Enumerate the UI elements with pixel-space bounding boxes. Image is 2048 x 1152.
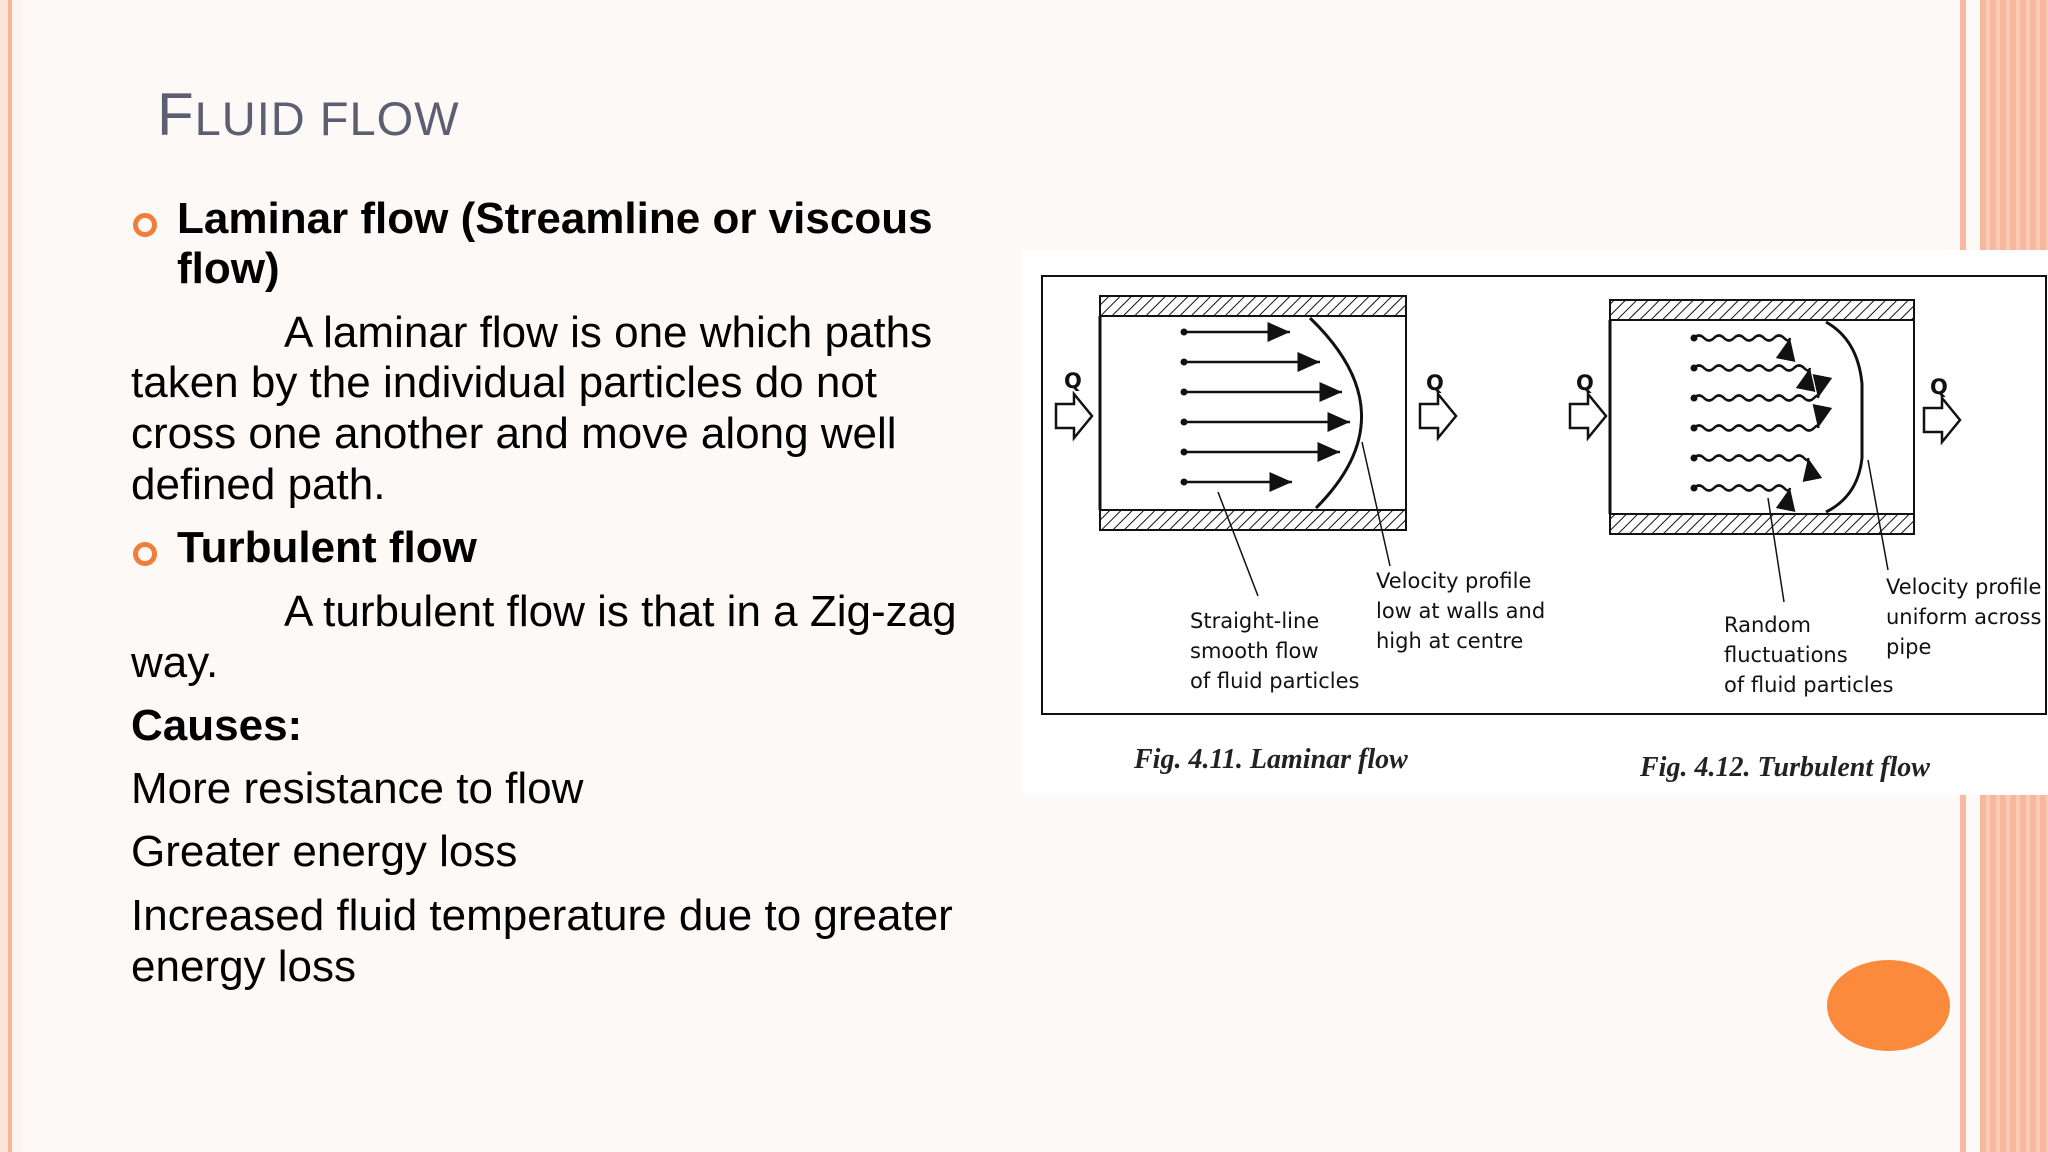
- bullet-icon: [133, 213, 157, 237]
- turbulent-body-line: way.: [131, 638, 219, 687]
- laminar-body-line: taken by the individual particles do not: [131, 358, 878, 407]
- slide-title: FLUID FLOW: [157, 81, 460, 148]
- flow-q-label: Q: [1576, 371, 1594, 395]
- causes-heading: Causes:: [131, 701, 303, 750]
- orange-circle-decoration: [1827, 960, 1950, 1051]
- left-decorative-stripe: [0, 0, 22, 1152]
- laminar-body-line: defined path.: [131, 460, 386, 509]
- cause-item: Increased fluid temperature due to great…: [131, 891, 953, 940]
- laminar-figure-caption: Fig. 4.11. Laminar flow: [1134, 744, 1408, 775]
- arrow-icon: [1054, 390, 1962, 446]
- laminar-body-line: cross one another and move along well: [131, 409, 897, 458]
- laminar-pipe: [1098, 295, 1407, 597]
- turbulent-particles-label: Random: [1724, 613, 1811, 637]
- laminar-particles-label: Straight-line: [1190, 609, 1319, 633]
- cause-item: Greater energy loss: [131, 827, 518, 876]
- laminar-heading: Laminar flow (Streamline or viscous: [177, 194, 933, 243]
- laminar-particles-label: of fluid particles: [1190, 669, 1359, 693]
- laminar-profile-label: Velocity profile: [1376, 569, 1531, 593]
- laminar-profile-label: high at centre: [1376, 629, 1523, 653]
- turbulent-profile-label: pipe: [1886, 635, 1931, 659]
- turbulent-profile-label: Velocity profile: [1886, 575, 2041, 599]
- turbulent-particles-label: fluctuations: [1724, 643, 1848, 667]
- flow-q-label: Q: [1930, 375, 1948, 399]
- laminar-profile-label: low at walls and: [1376, 599, 1545, 623]
- bullet-icon: [133, 542, 157, 566]
- turbulent-figure-caption: Fig. 4.12. Turbulent flow: [1640, 752, 1930, 783]
- turbulent-particles-label: of fluid particles: [1724, 673, 1893, 697]
- cause-item: More resistance to flow: [131, 764, 584, 813]
- turbulent-pipe: [1608, 299, 1915, 603]
- turbulent-body-line: A turbulent flow is that in a Zig-zag: [284, 587, 957, 636]
- laminar-body-line: A laminar flow is one which paths: [284, 308, 933, 357]
- flow-q-label: Q: [1426, 371, 1444, 395]
- laminar-heading-cont: flow): [177, 244, 280, 293]
- laminar-particles-label: smooth flow: [1190, 639, 1319, 663]
- flow-q-label: Q: [1064, 369, 1082, 393]
- turbulent-heading: Turbulent flow: [177, 523, 477, 572]
- cause-item-cont: energy loss: [131, 942, 357, 991]
- turbulent-profile-label: uniform across: [1886, 605, 2041, 629]
- figure-frame: [1041, 275, 2047, 715]
- flow-diagram: Q Q Q Q: [1041, 275, 2047, 715]
